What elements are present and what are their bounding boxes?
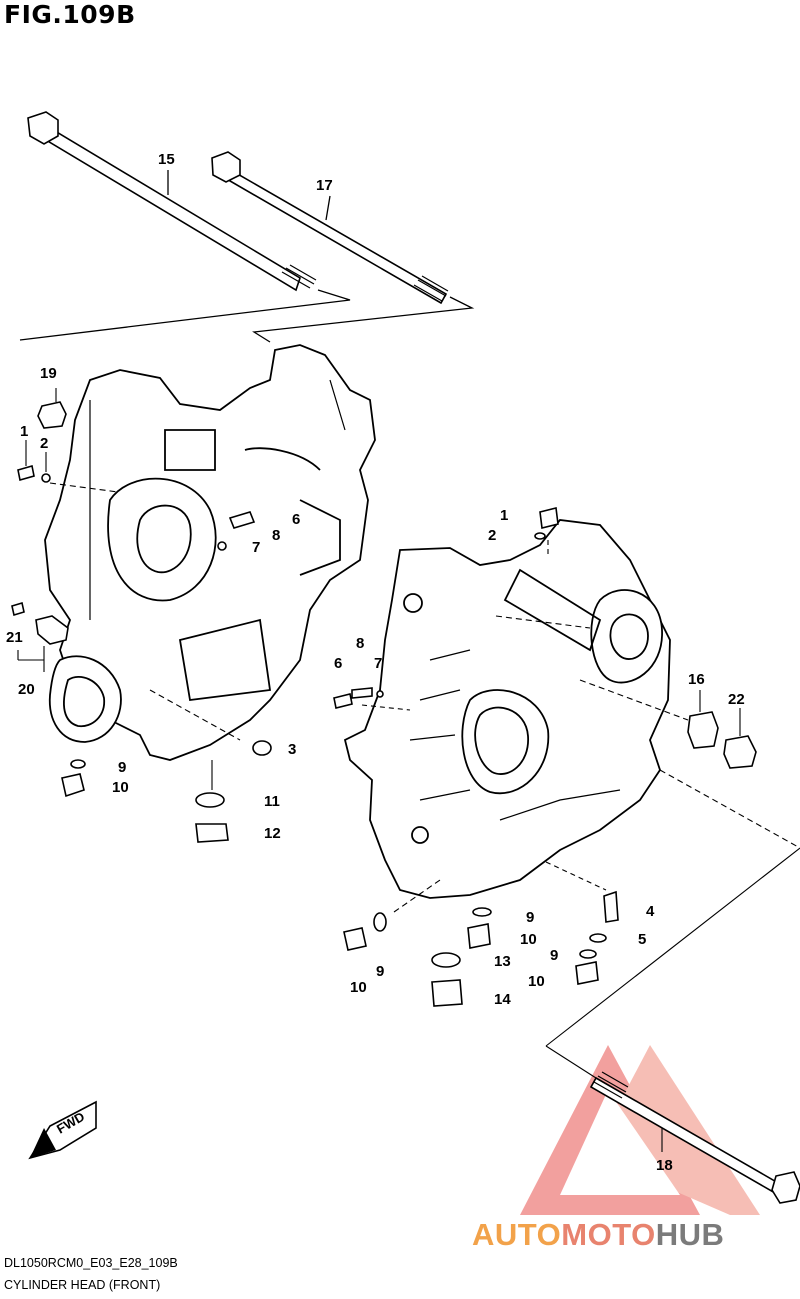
watermark-hub: HUB [655, 1217, 725, 1252]
callout-10-right-c: 10 [350, 979, 367, 996]
callout-6-right: 6 [334, 655, 342, 672]
callout-12: 12 [264, 825, 281, 842]
callout-10-left: 10 [112, 779, 129, 796]
part-15-long-bolt [27, 111, 317, 292]
part-18-long-bolt [589, 1071, 800, 1204]
figure-title: FIG.109B [4, 0, 136, 29]
callout-6-left: 6 [292, 511, 300, 528]
callout-19: 19 [40, 365, 57, 382]
callout-10-right-b: 10 [528, 973, 545, 990]
figure-caption: CYLINDER HEAD (FRONT) [4, 1278, 161, 1292]
callout-8-left: 8 [272, 527, 280, 544]
crankcase-right-half [343, 519, 671, 899]
drawing-code: DL1050RCM0_E03_E28_109B [4, 1256, 178, 1270]
callout-2-left: 2 [40, 435, 48, 452]
watermark-brand-text: AUTOMOTOHUB [472, 1217, 724, 1253]
part-17-long-bolt [211, 151, 449, 305]
callout-16: 16 [688, 671, 705, 688]
small-parts-left [11, 401, 272, 843]
leader-lines [17, 388, 800, 1152]
callout-1-left: 1 [20, 423, 28, 440]
callout-10-right-a: 10 [520, 931, 537, 948]
small-parts-right [333, 507, 757, 1007]
fwd-arrow: FWD [28, 1100, 97, 1160]
callout-9-left: 9 [118, 759, 126, 776]
callout-3: 3 [288, 741, 296, 758]
callout-2-right: 2 [488, 527, 496, 544]
bolt-leader-lines [19, 170, 475, 343]
callout-14: 14 [494, 991, 511, 1008]
callout-4: 4 [646, 903, 655, 920]
callout-18: 18 [656, 1157, 673, 1174]
callout-15: 15 [158, 151, 175, 168]
watermark-moto: MOTO [561, 1217, 656, 1252]
callout-9-right-c: 9 [376, 963, 384, 980]
callout-numbers: 15 17 19 1 2 6 8 7 21 20 3 9 10 11 12 1 … [6, 151, 745, 1174]
callout-20: 20 [18, 681, 35, 698]
callout-13: 13 [494, 953, 511, 970]
callout-8-right: 8 [356, 635, 364, 652]
callout-17: 17 [316, 177, 333, 194]
callout-7-left: 7 [252, 539, 260, 556]
crankcase-left-half [44, 344, 376, 761]
callout-9-right-b: 9 [550, 947, 558, 964]
callout-22: 22 [728, 691, 745, 708]
callout-21: 21 [6, 629, 23, 646]
callout-7-right: 7 [374, 655, 382, 672]
watermark-auto: AUTO [472, 1217, 562, 1252]
callout-9-right-a: 9 [526, 909, 534, 926]
callout-5: 5 [638, 931, 646, 948]
callout-1-right: 1 [500, 507, 508, 524]
watermark-logo-triangle [520, 1045, 760, 1215]
callout-11: 11 [264, 793, 280, 810]
